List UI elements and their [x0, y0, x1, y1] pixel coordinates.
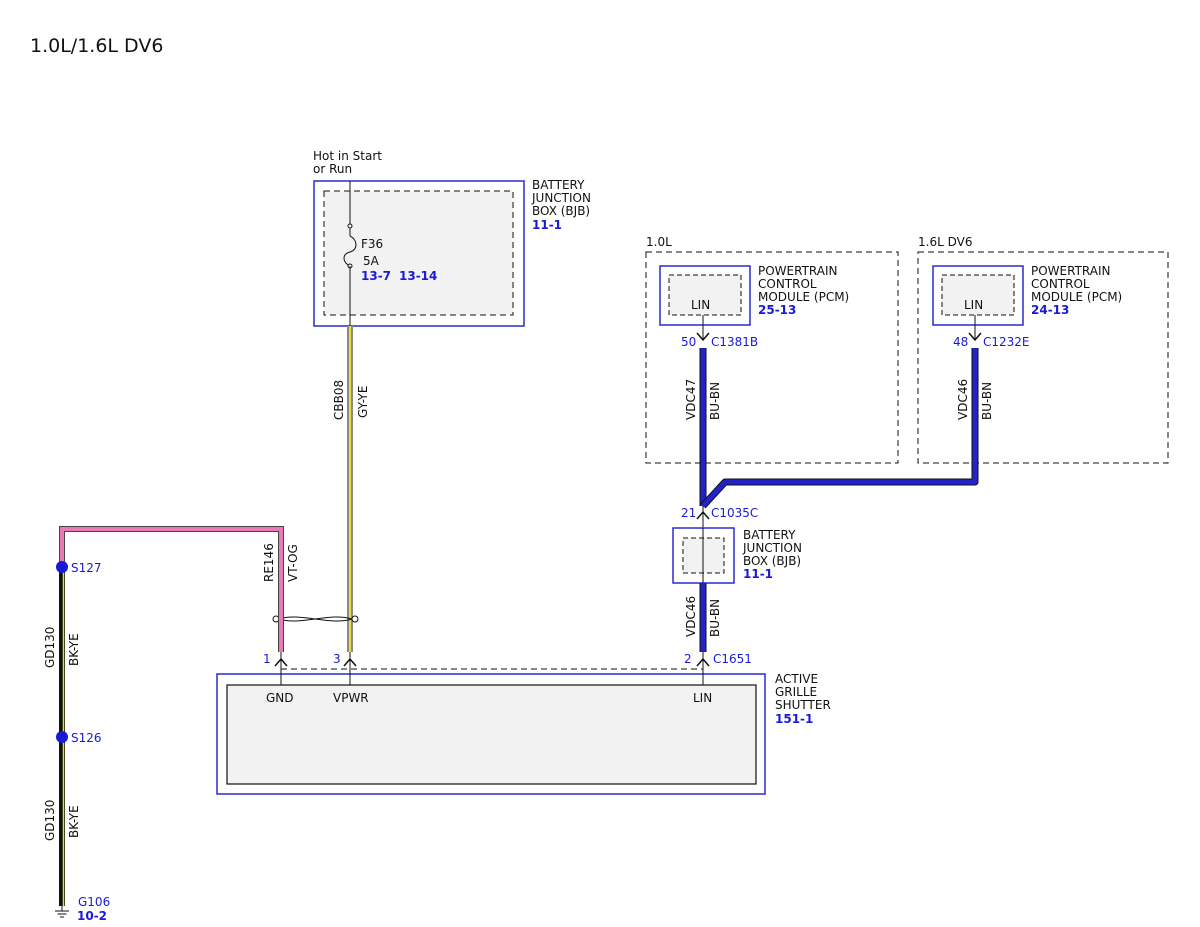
ags-gnd-pin-label: GND: [266, 691, 294, 705]
wire-cbb08-circuit: CBB08: [332, 380, 346, 420]
ground-g106-ref[interactable]: 10-2: [77, 909, 107, 923]
wire-vdc46-top[interactable]: [700, 348, 979, 509]
pcm-16-name-1: POWERTRAIN: [1031, 264, 1111, 278]
pcm-10-connector[interactable]: C1381B: [711, 335, 758, 349]
wire-gd130-circuit-1: GD130: [43, 627, 57, 668]
ags-module-box[interactable]: [216, 673, 766, 795]
pcm-16-ref[interactable]: 24-13: [1031, 303, 1069, 317]
variant-10-box: [645, 251, 899, 464]
wire-re146[interactable]: [59, 526, 284, 652]
pcm-10-name-1: POWERTRAIN: [758, 264, 838, 278]
power-condition-label-2: or Run: [313, 162, 352, 176]
pcm-16-pin-arrow-icon: [968, 332, 982, 342]
ags-name-2: GRILLE: [775, 685, 817, 699]
wire-vdc46-top-color: BU-BN: [980, 382, 994, 420]
ags-name-3: SHUTTER: [775, 698, 831, 712]
variant-10-label: 1.0L: [646, 235, 672, 249]
ags-vpwr-pin-label: VPWR: [333, 691, 369, 705]
pcm-16-pin-label: LIN: [964, 298, 983, 312]
fuse-f36-icon[interactable]: [343, 223, 357, 269]
twisted-pair-icon: [272, 615, 359, 623]
pcm-10-pin-number: 50: [681, 335, 696, 349]
wire-vdc46-bottom-color: BU-BN: [708, 599, 722, 637]
splice-s127-icon[interactable]: [56, 561, 68, 573]
wire-cbb08-color: GY-YE: [356, 386, 370, 418]
bjb-top-box[interactable]: [313, 180, 525, 327]
ags-lin-pin-label: LIN: [693, 691, 712, 705]
wire-vdc47-color: BU-BN: [708, 382, 722, 420]
pcm-16-name-3: MODULE (PCM): [1031, 290, 1122, 304]
ags-lin-pin-number: 2: [684, 652, 692, 666]
power-condition-label-1: Hot in Start: [313, 149, 382, 163]
pcm-16-connector[interactable]: C1232E: [983, 335, 1030, 349]
splice-s126-icon[interactable]: [56, 731, 68, 743]
wire-vdc47-circuit: VDC47: [684, 379, 698, 420]
bjb-mid-name-2: JUNCTION: [742, 541, 802, 555]
bjb-mid-name-3: BOX (BJB): [743, 554, 801, 568]
ground-g106-label[interactable]: G106: [78, 895, 110, 909]
pcm-10-pin-label: LIN: [691, 298, 710, 312]
wire-gd130-color-2: BK-YE: [67, 805, 81, 838]
pcm-10-ref[interactable]: 25-13: [758, 303, 796, 317]
bjb-mid-ref[interactable]: 11-1: [743, 567, 773, 581]
wire-vdc46-bottom-circuit: VDC46: [684, 596, 698, 637]
wire-vdc46-top-circuit: VDC46: [956, 379, 970, 420]
page-title: 1.0L/1.6L DV6: [30, 35, 163, 57]
pcm-16-name-2: CONTROL: [1031, 277, 1090, 291]
fuse-ref-1[interactable]: 13-7: [361, 269, 391, 283]
variant-16-box: [917, 251, 1169, 464]
splice-s127-label[interactable]: S127: [71, 561, 102, 575]
bjb-top-name-2: JUNCTION: [531, 191, 591, 205]
pcm-16-box[interactable]: [932, 265, 1024, 326]
pcm-16-pin-number: 48: [953, 335, 968, 349]
ags-vpwr-pin-arrow-icon: [343, 657, 357, 667]
wire-re146-circuit: RE146: [262, 543, 276, 582]
bjb-mid-pin-number: 21: [681, 506, 696, 520]
fuse-name: F36: [361, 237, 383, 251]
pcm-10-pin-arrow-icon: [696, 332, 710, 342]
ags-vpwr-pin-number: 3: [333, 652, 341, 666]
bjb-top-name-1: BATTERY: [532, 178, 585, 192]
bjb-mid-connector[interactable]: C1035C: [711, 506, 758, 520]
pcm-10-name-3: MODULE (PCM): [758, 290, 849, 304]
ags-name-1: ACTIVE: [775, 672, 818, 686]
ground-g106-icon[interactable]: [55, 906, 69, 918]
splice-s126-label[interactable]: S126: [71, 731, 102, 745]
pcm-10-box[interactable]: [659, 265, 751, 326]
wire-gd130-color-1: BK-YE: [67, 633, 81, 666]
fuse-rating: 5A: [363, 254, 380, 268]
bjb-mid-name-1: BATTERY: [743, 528, 796, 542]
wire-gd130-circuit-2: GD130: [43, 800, 57, 841]
ags-connector[interactable]: C1651: [713, 652, 752, 666]
ags-lin-pin-arrow-icon: [696, 657, 710, 667]
variant-16-label: 1.6L DV6: [918, 235, 972, 249]
pcm-10-name-2: CONTROL: [758, 277, 817, 291]
ags-gnd-pin-number: 1: [263, 652, 271, 666]
bjb-top-ref[interactable]: 11-1: [532, 218, 562, 232]
ags-ref[interactable]: 151-1: [775, 712, 813, 726]
fuse-ref-2[interactable]: 13-14: [399, 269, 437, 283]
ags-gnd-pin-arrow-icon: [274, 657, 288, 667]
bjb-top-name-3: BOX (BJB): [532, 204, 590, 218]
wire-re146-color: VT-OG: [286, 544, 300, 582]
